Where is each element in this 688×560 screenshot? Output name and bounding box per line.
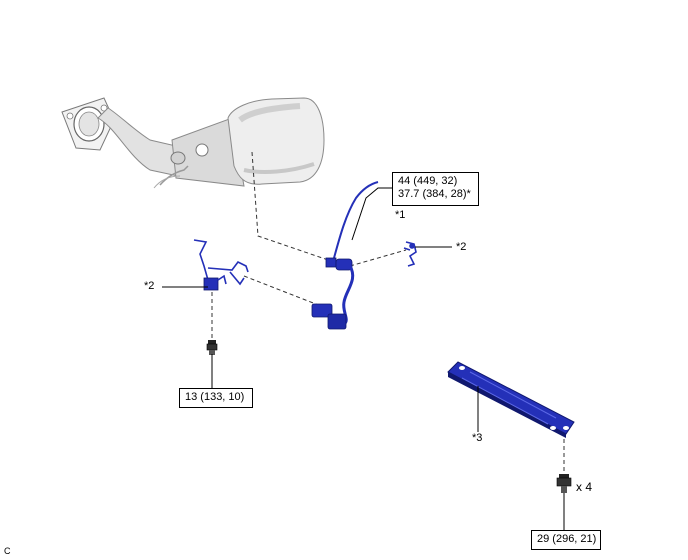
solid-leader-lines <box>162 187 565 530</box>
bolt-left <box>206 340 218 355</box>
wire-clamp-right <box>403 241 417 267</box>
wire-bracket-left <box>193 239 249 291</box>
torque-box-sensor: 44 (449, 32) 37.7 (384, 28)* <box>392 172 479 206</box>
quantity-label: x 4 <box>576 480 593 494</box>
torque-bolt-left: 13 (133, 10) <box>185 391 245 403</box>
torque-sensor-line2: 37.7 (384, 28)* <box>398 188 471 200</box>
exhaust-converter-illustration <box>61 97 325 189</box>
torque-sensor-line1: 44 (449, 32) <box>398 175 458 187</box>
callout-clamp-left: *2 <box>144 280 155 292</box>
callout-plate: *3 <box>472 432 483 444</box>
underbody-plate <box>447 361 575 438</box>
figure-code: C <box>4 546 11 556</box>
oxygen-sensor <box>311 181 379 330</box>
torque-box-bolt-left: 13 (133, 10) <box>179 388 253 408</box>
dashed-leader-lines <box>211 151 565 472</box>
callout-clamp-right: *2 <box>456 241 467 253</box>
bolt-right <box>556 474 572 493</box>
callout-sensor: *1 <box>395 209 406 221</box>
torque-plate-bolts: 29 (296, 21) <box>537 533 597 545</box>
torque-box-plate-bolts: 29 (296, 21) <box>531 530 601 550</box>
